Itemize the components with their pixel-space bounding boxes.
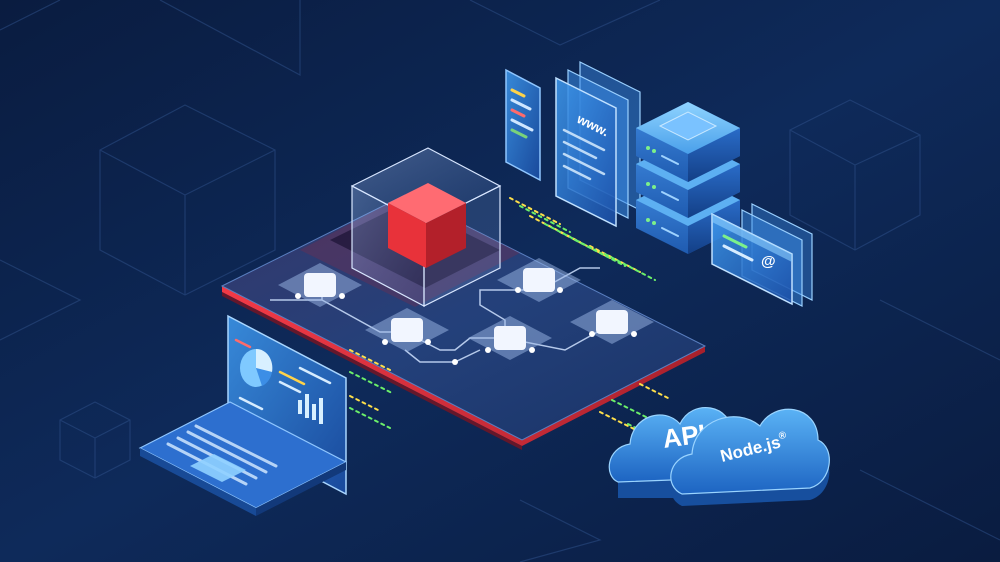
- smartphone-icon: [505, 68, 541, 182]
- web-document-icon: www.: [555, 61, 641, 228]
- circuit-nodes: [278, 258, 654, 365]
- laptop-icon: [138, 314, 348, 516]
- laptop-screen-lines: [234, 338, 332, 411]
- red-cube-icon: [388, 183, 466, 268]
- email-at-symbol: @: [761, 253, 776, 270]
- cloud-node-registered-mark: ®: [778, 430, 788, 443]
- email-window-icon: @: [711, 203, 813, 307]
- bar-chart-icon: [298, 394, 323, 424]
- pie-chart-icon: [240, 348, 273, 387]
- cloud-icon: API Node.js®: [608, 407, 830, 506]
